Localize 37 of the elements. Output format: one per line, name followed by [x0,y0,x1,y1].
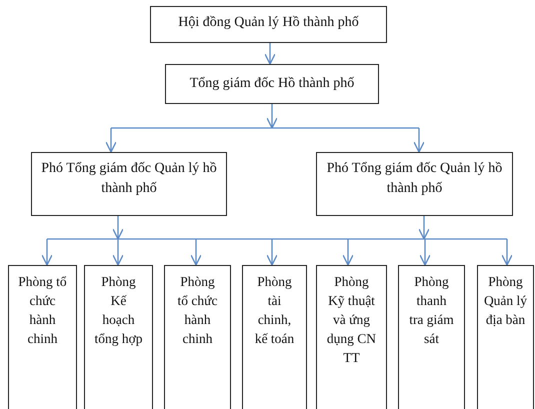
org-box [31,152,227,216]
org-box [164,265,231,409]
arrow [342,239,354,266]
bus-line [111,127,419,129]
arrow [266,239,278,266]
trunk-arrow [112,216,124,240]
box-text: Phòng tổ chức hành chinh [176,273,218,348]
org-box [84,265,153,409]
org-box [8,265,77,409]
arrow [105,128,117,153]
box-text: Hội đồng Quản lý Hồ thành phố [177,14,360,32]
arrow [112,239,124,266]
box-text: Phó Tổng giám đốc Quản lý hồ thành phố [40,160,218,198]
org-box [165,64,379,104]
box-text: Phó Tổng giám đốc Quản lý hồ thành phố [326,160,504,198]
arrow [501,239,513,266]
trunk-arrow [418,216,430,240]
box-text: Phòng Quản lý địa bàn [482,273,528,329]
arrow [41,239,53,266]
trunk-arrow [266,104,278,129]
box-text: Tổng giám đốc Hồ thành phố [188,75,356,93]
arrow [190,239,202,266]
box-text: Phòng Kỹ thuật và ứng dụng CN TT [326,273,377,367]
org-box [477,265,534,409]
box-text: Phòng tổ chức hành chinh [18,273,67,348]
box-text: Phòng Kế hoạch tổng hợp [94,273,143,348]
arrow [413,128,425,153]
arrow [264,43,276,65]
org-box [150,6,387,43]
box-text: Phòng thanh tra giám sát [408,273,455,348]
box-text: Phòng tài chinh, kế toán [254,273,296,348]
org-box [242,265,307,409]
org-box [316,265,387,409]
bus-line [47,238,507,240]
org-box [398,265,465,409]
org-box [316,152,513,216]
arrow [419,239,431,266]
